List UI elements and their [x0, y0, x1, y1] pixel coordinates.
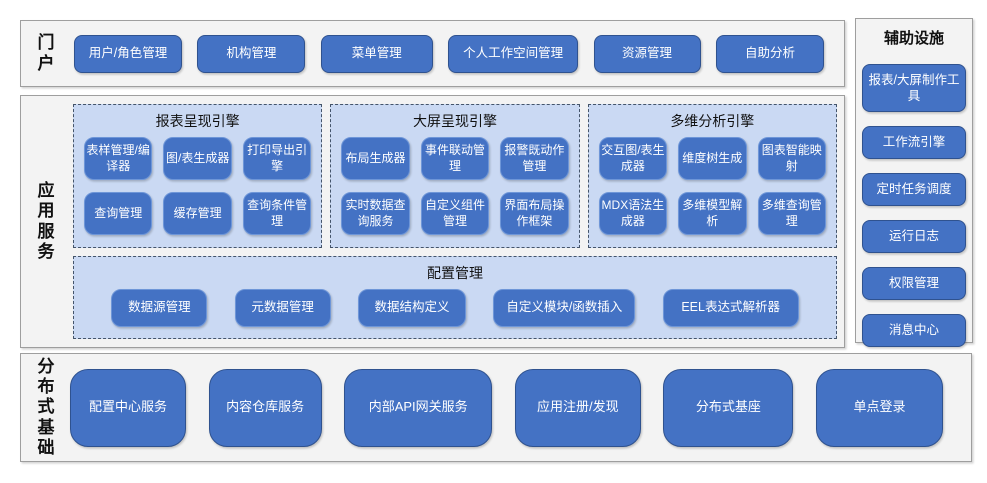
- btn-custom-module-function-insert[interactable]: 自定义模块/函数插入: [493, 288, 636, 327]
- config-management-title: 配置管理: [427, 265, 483, 281]
- btn-personal-workspace-management[interactable]: 个人工作空间管理: [448, 34, 579, 73]
- screen-rendering-engine-group: 大屏呈现引擎 布局生成器 事件联动管理 报警既动作管理 实时数据查询服务 自定义…: [330, 104, 580, 248]
- distributed-base-section: 分布式基础 配置中心服务 内容仓库服务 内部API网关服务 应用注册/发现 分布…: [20, 353, 972, 462]
- btn-config-center-service[interactable]: 配置中心服务: [70, 368, 186, 447]
- btn-self-service-analysis[interactable]: 自助分析: [715, 34, 824, 73]
- report-rendering-engine-title: 报表呈现引擎: [155, 113, 240, 129]
- btn-ui-layout-framework[interactable]: 界面布局操作框架: [500, 192, 569, 235]
- olap-analysis-engine-title: 多维分析引擎: [670, 113, 755, 129]
- btn-org-management[interactable]: 机构管理: [197, 34, 306, 73]
- btn-interactive-chart-generator[interactable]: 交互图/表生成器: [598, 137, 668, 180]
- btn-dimension-tree-generation[interactable]: 维度树生成: [678, 137, 747, 180]
- btn-report-template-compiler[interactable]: 表样管理/编译器: [84, 137, 153, 180]
- auxiliary-buttons-column: 报表/大屏制作工具 工作流引擎 定时任务调度 运行日志 权限管理 消息中心: [862, 64, 966, 347]
- config-management-panel: 配置管理 数据源管理 元数据管理 数据结构定义 自定义模块/函数插入 EEL表达…: [73, 256, 837, 339]
- btn-message-center[interactable]: 消息中心: [862, 314, 966, 347]
- btn-query-condition-management[interactable]: 查询条件管理: [242, 192, 312, 235]
- screen-rendering-engine-grid: 布局生成器 事件联动管理 报警既动作管理 实时数据查询服务 自定义组件管理 界面…: [331, 133, 578, 247]
- btn-workflow-engine[interactable]: 工作流引擎: [862, 126, 966, 159]
- distributed-buttons-row: 配置中心服务 内容仓库服务 内部API网关服务 应用注册/发现 分布式基座 单点…: [56, 354, 971, 461]
- btn-resource-management[interactable]: 资源管理: [593, 34, 701, 73]
- btn-metadata-management[interactable]: 元数据管理: [234, 288, 331, 327]
- btn-event-linkage-management[interactable]: 事件联动管理: [420, 137, 490, 180]
- report-rendering-engine-group: 报表呈现引擎 表样管理/编译器 图/表生成器 打印导出引擎 查询管理 缓存管理 …: [73, 104, 323, 248]
- btn-cache-management[interactable]: 缓存管理: [163, 192, 232, 235]
- screen-rendering-engine-title: 大屏呈现引擎: [412, 113, 497, 129]
- auxiliary-facilities-section: 辅助设施 报表/大屏制作工具 工作流引擎 定时任务调度 运行日志 权限管理 消息…: [855, 18, 973, 347]
- btn-distributed-base[interactable]: 分布式基座: [663, 368, 794, 447]
- btn-app-registration-discovery[interactable]: 应用注册/发现: [514, 368, 641, 447]
- app-services-content: 报表呈现引擎 表样管理/编译器 图/表生成器 打印导出引擎 查询管理 缓存管理 …: [56, 96, 844, 347]
- auxiliary-facilities-title: 辅助设施: [883, 30, 944, 47]
- btn-data-structure-definition[interactable]: 数据结构定义: [357, 288, 466, 327]
- olap-analysis-engine-group: 多维分析引擎 交互图/表生成器 维度树生成 图表智能映射 MDX语法生成器 多维…: [587, 104, 837, 248]
- btn-realtime-data-query-service[interactable]: 实时数据查询服务: [341, 192, 410, 235]
- btn-user-role-management[interactable]: 用户/角色管理: [74, 34, 182, 73]
- btn-internal-api-gateway-service[interactable]: 内部API网关服务: [344, 368, 493, 447]
- btn-datasource-management[interactable]: 数据源管理: [111, 288, 208, 327]
- distributed-base-section-label: 分布式基础: [37, 357, 55, 457]
- report-rendering-engine-grid: 表样管理/编译器 图/表生成器 打印导出引擎 查询管理 缓存管理 查询条件管理: [74, 133, 321, 247]
- btn-multidim-query-management[interactable]: 多维查询管理: [757, 192, 826, 235]
- btn-multidim-model-parsing[interactable]: 多维模型解析: [678, 192, 747, 235]
- btn-menu-management[interactable]: 菜单管理: [320, 34, 433, 73]
- config-management-row: 数据源管理 元数据管理 数据结构定义 自定义模块/函数插入 EEL表达式解析器: [74, 285, 836, 338]
- olap-analysis-engine-grid: 交互图/表生成器 维度树生成 图表智能映射 MDX语法生成器 多维模型解析 多维…: [589, 133, 836, 247]
- btn-chart-table-generator[interactable]: 图/表生成器: [163, 137, 232, 180]
- btn-permission-management[interactable]: 权限管理: [862, 267, 966, 300]
- btn-chart-smart-mapping[interactable]: 图表智能映射: [757, 137, 826, 180]
- portal-section: 门户 用户/角色管理 机构管理 菜单管理 个人工作空间管理 资源管理 自助分析: [20, 20, 845, 87]
- btn-print-export-engine[interactable]: 打印导出引擎: [242, 137, 312, 180]
- btn-run-log[interactable]: 运行日志: [862, 220, 966, 253]
- btn-single-sign-on[interactable]: 单点登录: [815, 368, 943, 447]
- app-services-section-label: 应用服务: [37, 181, 55, 261]
- engine-groups-row: 报表呈现引擎 表样管理/编译器 图/表生成器 打印导出引擎 查询管理 缓存管理 …: [73, 104, 837, 248]
- btn-alarm-action-management[interactable]: 报警既动作管理: [500, 137, 569, 180]
- btn-custom-component-management[interactable]: 自定义组件管理: [420, 192, 490, 235]
- portal-buttons-row: 用户/角色管理 机构管理 菜单管理 个人工作空间管理 资源管理 自助分析: [56, 21, 844, 86]
- btn-eel-expression-parser[interactable]: EEL表达式解析器: [662, 288, 799, 327]
- btn-scheduled-task-scheduling[interactable]: 定时任务调度: [862, 173, 966, 206]
- btn-query-management[interactable]: 查询管理: [84, 192, 153, 235]
- btn-layout-generator[interactable]: 布局生成器: [341, 137, 410, 180]
- btn-mdx-syntax-generator[interactable]: MDX语法生成器: [598, 192, 668, 235]
- portal-section-label: 门户: [37, 33, 55, 73]
- btn-report-screen-authoring-tool[interactable]: 报表/大屏制作工具: [862, 64, 966, 112]
- btn-content-repository-service[interactable]: 内容仓库服务: [208, 368, 322, 447]
- app-services-section: 应用服务 报表呈现引擎 表样管理/编译器 图/表生成器 打印导出引擎 查询管理 …: [20, 95, 845, 348]
